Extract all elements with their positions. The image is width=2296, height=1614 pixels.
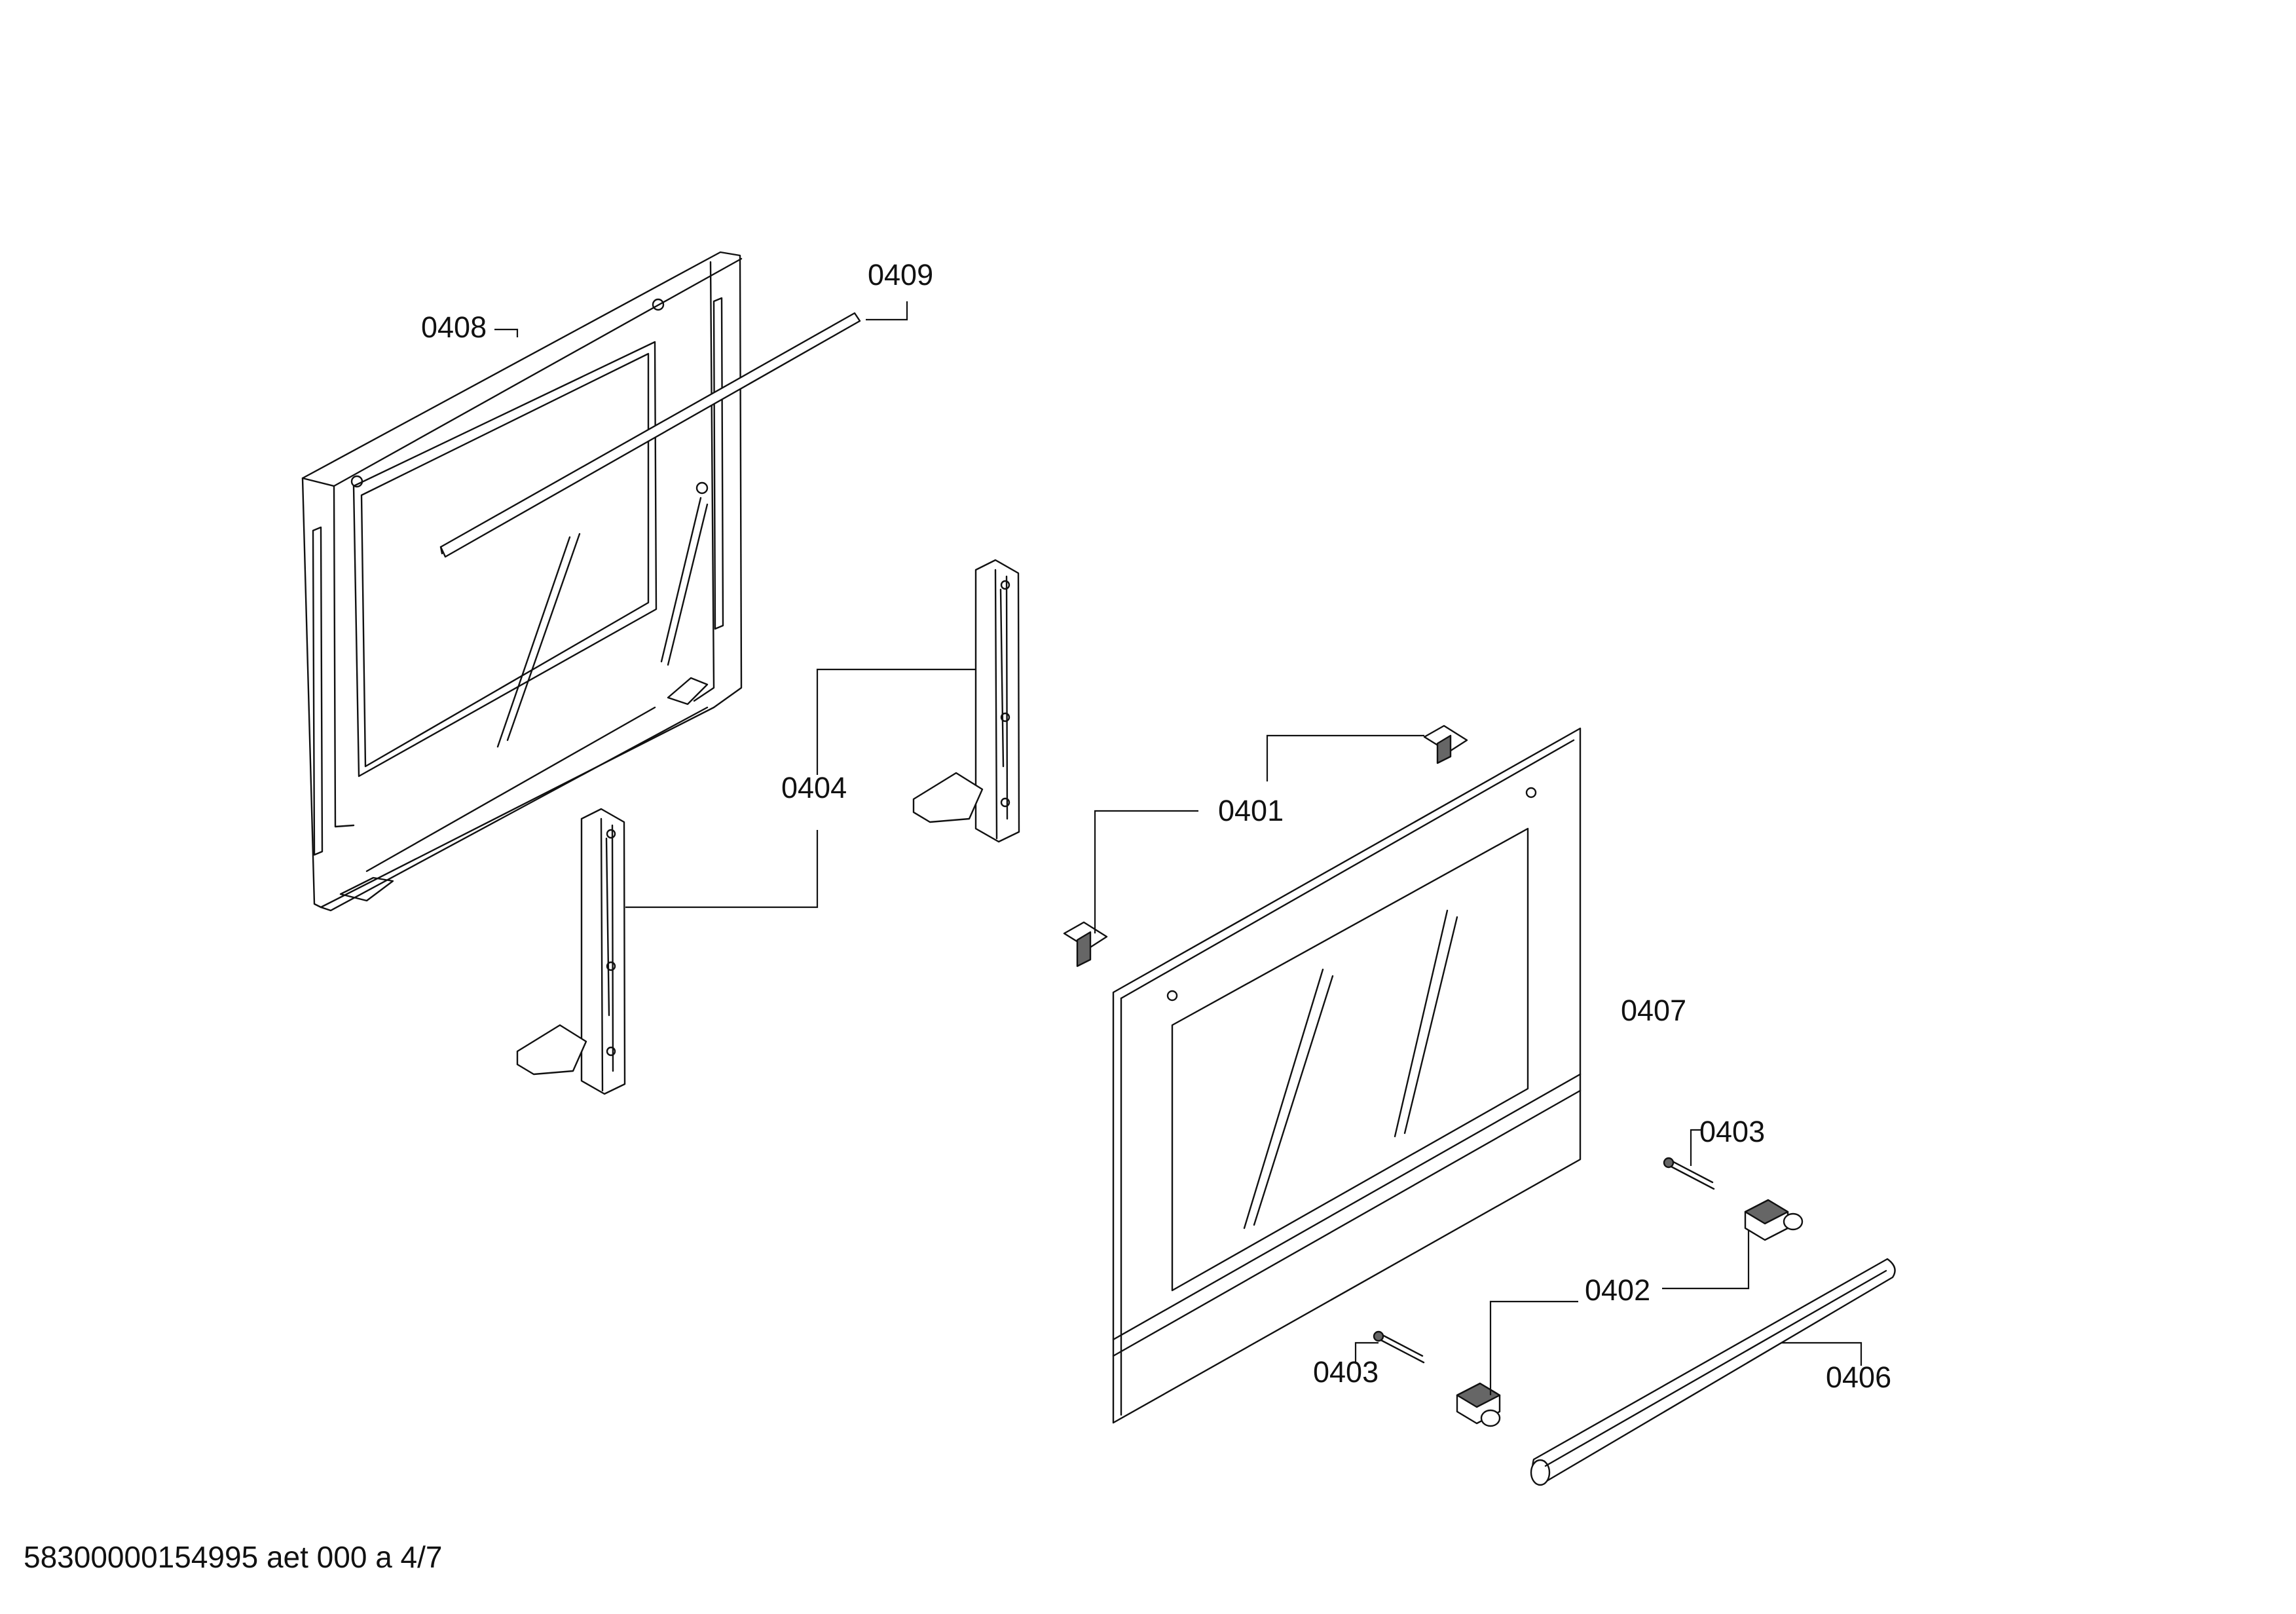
screw-lower-0403 — [1373, 1330, 1425, 1364]
label-0404: 0404 — [781, 771, 847, 804]
inner-door-frame-0408 — [301, 251, 743, 912]
label-0407: 0407 — [1621, 994, 1686, 1027]
leader-0402 — [1489, 1229, 1750, 1395]
clip-lower-0401 — [1063, 921, 1108, 967]
leader-0406 — [1781, 1342, 1862, 1366]
hinge-lower-0404 — [516, 808, 626, 1095]
leader-0403-lower — [1354, 1342, 1379, 1364]
leader-0408 — [494, 328, 519, 337]
hinge-upper-0404 — [912, 559, 1020, 843]
label-0409: 0409 — [868, 258, 933, 291]
part-labels: 0408 0409 0404 0401 0407 0403 0402 0403 … — [421, 258, 1891, 1394]
label-0402: 0402 — [1585, 1273, 1650, 1307]
outer-door-panel-0407 — [1112, 727, 1582, 1424]
label-0401: 0401 — [1218, 794, 1284, 827]
end-cap-lower-0402 — [1456, 1382, 1501, 1427]
handle-bar-0406 — [1530, 1258, 1896, 1486]
leader-lines — [494, 301, 1862, 1395]
label-0408: 0408 — [421, 310, 487, 344]
label-0403-upper: 0403 — [1699, 1115, 1765, 1148]
leader-0404 — [625, 668, 976, 909]
leader-0401 — [1094, 734, 1424, 933]
strip-0409 — [439, 312, 861, 558]
leader-0403-upper — [1690, 1129, 1703, 1166]
label-0403-lower: 0403 — [1313, 1355, 1379, 1389]
end-cap-upper-0402 — [1744, 1199, 1804, 1241]
clip-upper-0401 — [1423, 724, 1468, 764]
document-id-footer: 58300000154995 aet 000 a 4/7 — [24, 1540, 443, 1574]
label-0406: 0406 — [1826, 1361, 1891, 1394]
leader-0409 — [866, 301, 908, 321]
screw-upper-0403 — [1663, 1157, 1715, 1190]
